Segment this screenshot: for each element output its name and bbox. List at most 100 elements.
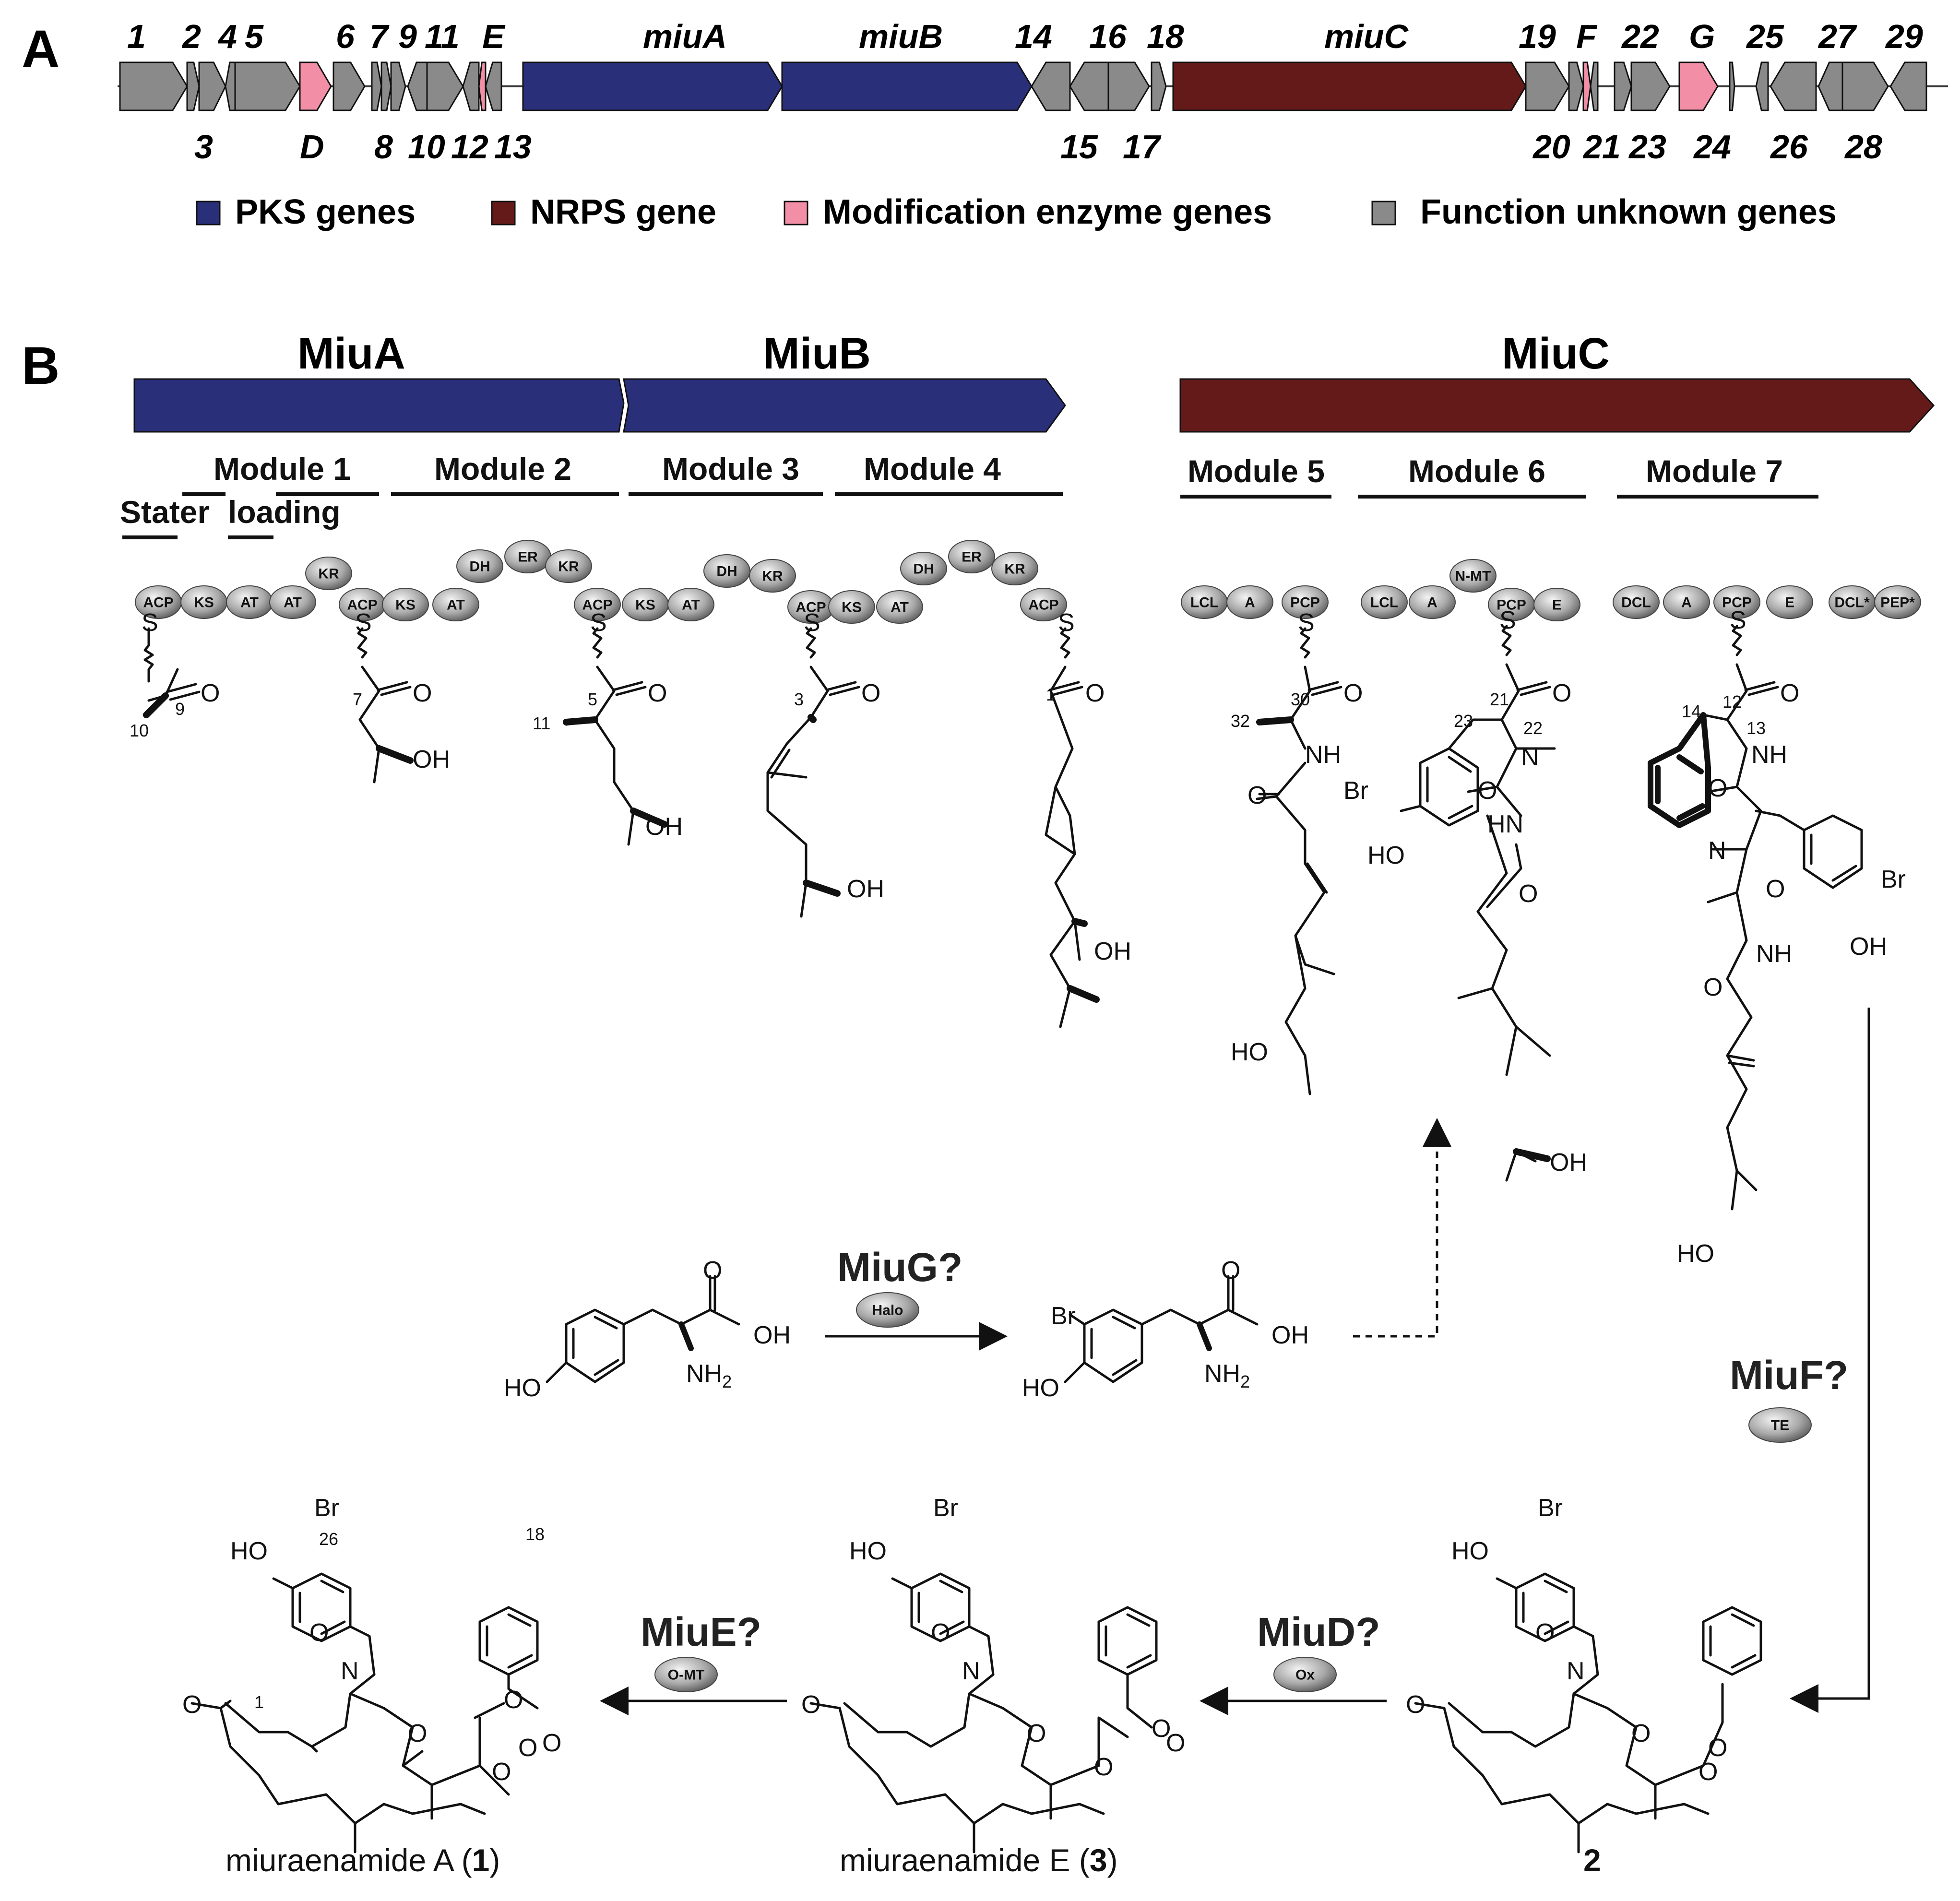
svg-text:A: A: [1427, 595, 1437, 611]
carbon-number: 12: [1722, 692, 1742, 712]
gene-label: 19: [1519, 18, 1556, 55]
compound-names: miuraenamide A (1) miuraenamide E (3) 2: [226, 1842, 1601, 1878]
atom-label: HO: [1677, 1240, 1714, 1268]
domain-oval: KS: [828, 590, 875, 624]
atom-label: O: [1166, 1729, 1185, 1757]
module-label-6: Module 6: [1408, 453, 1545, 489]
compound-name-1: miuraenamide A (1): [226, 1842, 500, 1878]
structures: [143, 625, 1863, 1853]
atom-label: O: [1027, 1720, 1046, 1747]
svg-text:ACP: ACP: [143, 595, 173, 611]
domain-oval: KR: [749, 559, 796, 593]
legend-label-modification: Modification enzyme genes: [823, 193, 1272, 231]
legend-swatch-nrps: [491, 201, 516, 226]
domain-oval: DH: [456, 549, 503, 583]
gene-label: 17: [1123, 128, 1162, 166]
atom-label: S: [142, 609, 158, 637]
atom-label: O: [1708, 774, 1727, 802]
atom-label: N: [341, 1657, 359, 1685]
carbon-number: 7: [353, 689, 362, 709]
atom-label: NH2: [1204, 1360, 1250, 1391]
gene-label: miuA: [643, 18, 727, 55]
atom-label: S: [1499, 606, 1516, 634]
starter-label: Stater: [120, 494, 210, 530]
domain-oval: AT: [269, 585, 316, 619]
atom-label: HN: [1487, 810, 1523, 838]
gene-label: 6: [336, 18, 355, 55]
gene-arrow: [1172, 61, 1527, 111]
domain-oval: PEP*: [1874, 585, 1921, 619]
domain-oval: DCL: [1613, 585, 1660, 619]
atom-label: N: [1567, 1657, 1585, 1685]
carbon-number: 23: [1454, 711, 1473, 731]
carbon-number: 18: [525, 1524, 545, 1544]
atom-label: HO: [230, 1537, 268, 1565]
domain-oval: KR: [305, 557, 352, 590]
gene-cluster: [119, 61, 1927, 111]
atom-label: HO: [504, 1374, 541, 1402]
gene-label: 11: [425, 18, 460, 55]
carbon-number: 1: [254, 1692, 264, 1712]
gene-label: miuC: [1324, 18, 1409, 55]
svg-text:KR: KR: [762, 569, 783, 584]
domain-oval: Halo: [856, 1292, 919, 1328]
atom-label: O: [1247, 782, 1267, 809]
gene-arrow: [333, 61, 366, 111]
gene-arrow: [1614, 61, 1632, 111]
atom-label: HO: [1451, 1537, 1489, 1565]
gene-arrow: [522, 61, 783, 111]
svg-text:DH: DH: [913, 561, 934, 577]
gene-label: 28: [1844, 128, 1882, 166]
atom-label: N: [1708, 837, 1726, 865]
svg-text:O-MT: O-MT: [668, 1667, 705, 1683]
svg-text:AT: AT: [447, 597, 465, 613]
gene-label: 12: [451, 128, 488, 166]
gene-label: 22: [1621, 18, 1659, 55]
module-label-3: Module 3: [662, 451, 799, 487]
gene-label: 14: [1015, 18, 1052, 55]
domain-oval: ACP: [339, 588, 386, 621]
legend-label-nrps: NRPS gene: [530, 193, 716, 231]
atom-label: O: [182, 1691, 202, 1719]
atom-label: O: [408, 1720, 427, 1747]
gene-arrow: [119, 61, 188, 111]
svg-text:LCL: LCL: [1370, 595, 1398, 611]
atom-label: O: [1703, 974, 1722, 1001]
gene-arrow: [1889, 61, 1927, 111]
svg-text:E: E: [1785, 595, 1794, 611]
atom-label: O: [1699, 1758, 1718, 1786]
legend-label-unknown: Function unknown genes: [1420, 193, 1837, 231]
gene-label: 4: [217, 18, 237, 55]
atom-label: S: [355, 609, 372, 637]
atom-label: O: [1535, 1619, 1555, 1647]
svg-text:LCL: LCL: [1190, 595, 1218, 611]
gene-arrow: [478, 61, 487, 111]
gene-label: F: [1576, 18, 1598, 55]
gene-label: 18: [1147, 18, 1184, 55]
domain-oval: O-MT: [654, 1657, 718, 1692]
svg-text:DH: DH: [469, 559, 490, 575]
domain-oval: LCL: [1181, 585, 1228, 619]
atom-label: O: [492, 1758, 511, 1786]
domain-oval: KR: [545, 549, 592, 583]
atom-label: NH2: [686, 1360, 732, 1391]
enzyme-miud: MiuD?: [1257, 1609, 1380, 1654]
domain-oval: ACP: [135, 585, 182, 619]
domain-oval: PCP: [1282, 585, 1329, 619]
domain-oval: A: [1663, 585, 1710, 619]
atom-label: O: [1478, 777, 1497, 805]
atom-label: HO: [1231, 1038, 1268, 1066]
carbon-number: 11: [533, 713, 550, 733]
atom-label: OH: [413, 746, 450, 773]
gene-label: 25: [1746, 18, 1784, 55]
gene-label: 3: [194, 128, 213, 166]
domain-oval: E: [1766, 585, 1813, 619]
domain-oval: PCP: [1488, 588, 1535, 621]
gene-arrow: [1630, 61, 1671, 111]
gene-label: 24: [1693, 128, 1731, 166]
legend-swatch-modification: [784, 201, 808, 226]
carbon-number: 32: [1231, 711, 1250, 731]
atom-label: HO: [1022, 1374, 1059, 1402]
